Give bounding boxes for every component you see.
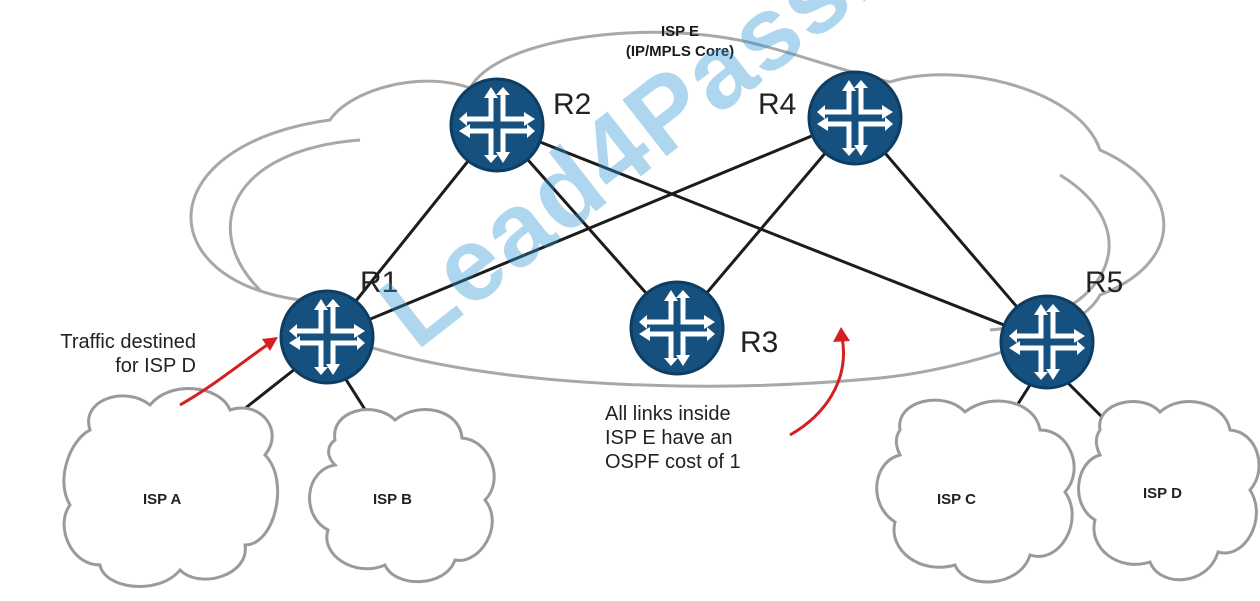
router-r1-icon <box>281 291 373 383</box>
isp-b-label: ISP B <box>373 491 412 508</box>
traffic-arrowhead-icon <box>262 337 278 351</box>
router-r1-label: R1 <box>360 266 399 299</box>
traffic-note-line1: Traffic destined <box>60 331 196 353</box>
router-r3-icon <box>631 282 723 374</box>
isp-c-label: ISP C <box>937 491 976 508</box>
link-r4-r5 <box>853 117 1049 343</box>
cloud-isp-c <box>875 398 1076 584</box>
router-r4-icon <box>809 72 901 164</box>
router-r5-label: R5 <box>1085 266 1124 299</box>
core-title: ISP E (IP/MPLS Core) <box>600 22 760 62</box>
router-r2-icon <box>451 79 543 171</box>
traffic-note-line2: for ISP D <box>115 355 196 377</box>
link-r2-r5 <box>496 123 1048 344</box>
traffic-arrow <box>179 341 271 407</box>
router-r3-label: R3 <box>740 326 779 359</box>
router-r5-icon <box>1001 296 1093 388</box>
cloud-isp-d <box>1077 400 1260 582</box>
core-title-line2: (IP/MPLS Core) <box>625 43 735 60</box>
isp-d-label: ISP D <box>1143 485 1182 502</box>
router-r2-label: R2 <box>553 88 592 121</box>
cost-arrow <box>789 336 845 437</box>
cloud-isp-a <box>62 387 280 588</box>
isp-a-label: ISP A <box>143 491 182 508</box>
core-title-line1: ISP E <box>660 23 700 40</box>
cost-arrowhead-icon <box>833 327 850 342</box>
cost-note-line3: OSPF cost of 1 <box>605 451 741 473</box>
link-r1-r4 <box>326 116 856 339</box>
cost-note-line2: ISP E have an <box>605 427 733 449</box>
links <box>204 116 1127 442</box>
cost-note: All links inside ISP E have an OSPF cost… <box>605 402 741 474</box>
cloud-isp-b <box>308 408 496 584</box>
router-r4-label: R4 <box>758 88 797 121</box>
cost-note-line1: All links inside <box>605 403 731 425</box>
traffic-note: Traffic destined for ISP D <box>8 330 196 378</box>
